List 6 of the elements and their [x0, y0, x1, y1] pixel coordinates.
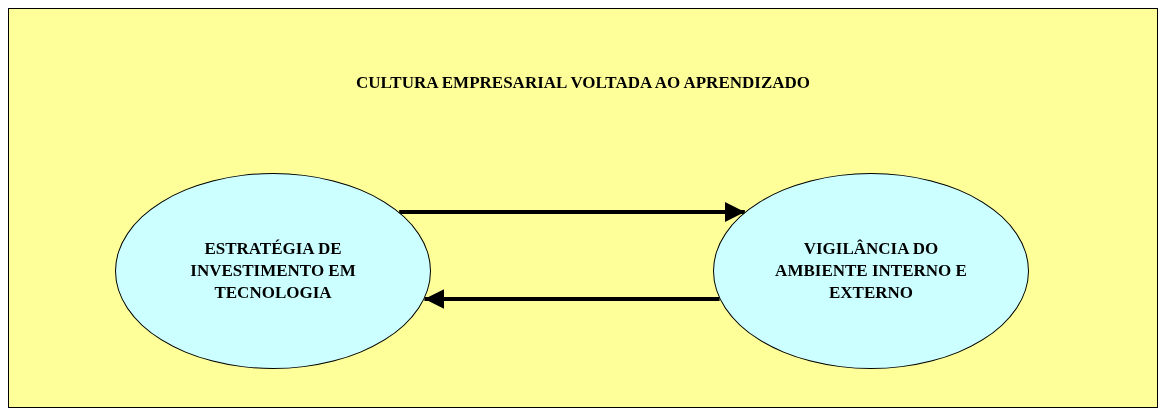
arrow	[424, 289, 720, 309]
arrow	[399, 202, 745, 222]
node-label: VIGILÂNCIA DO AMBIENTE INTERNO E EXTERNO	[774, 238, 968, 304]
panel-title: CULTURA EMPRESARIAL VOLTADA AO APRENDIZADO	[354, 73, 811, 93]
background-panel	[8, 8, 1158, 408]
node-label: ESTRATÉGIA DE INVESTIMENTO EM TECNOLOGIA	[189, 238, 357, 304]
